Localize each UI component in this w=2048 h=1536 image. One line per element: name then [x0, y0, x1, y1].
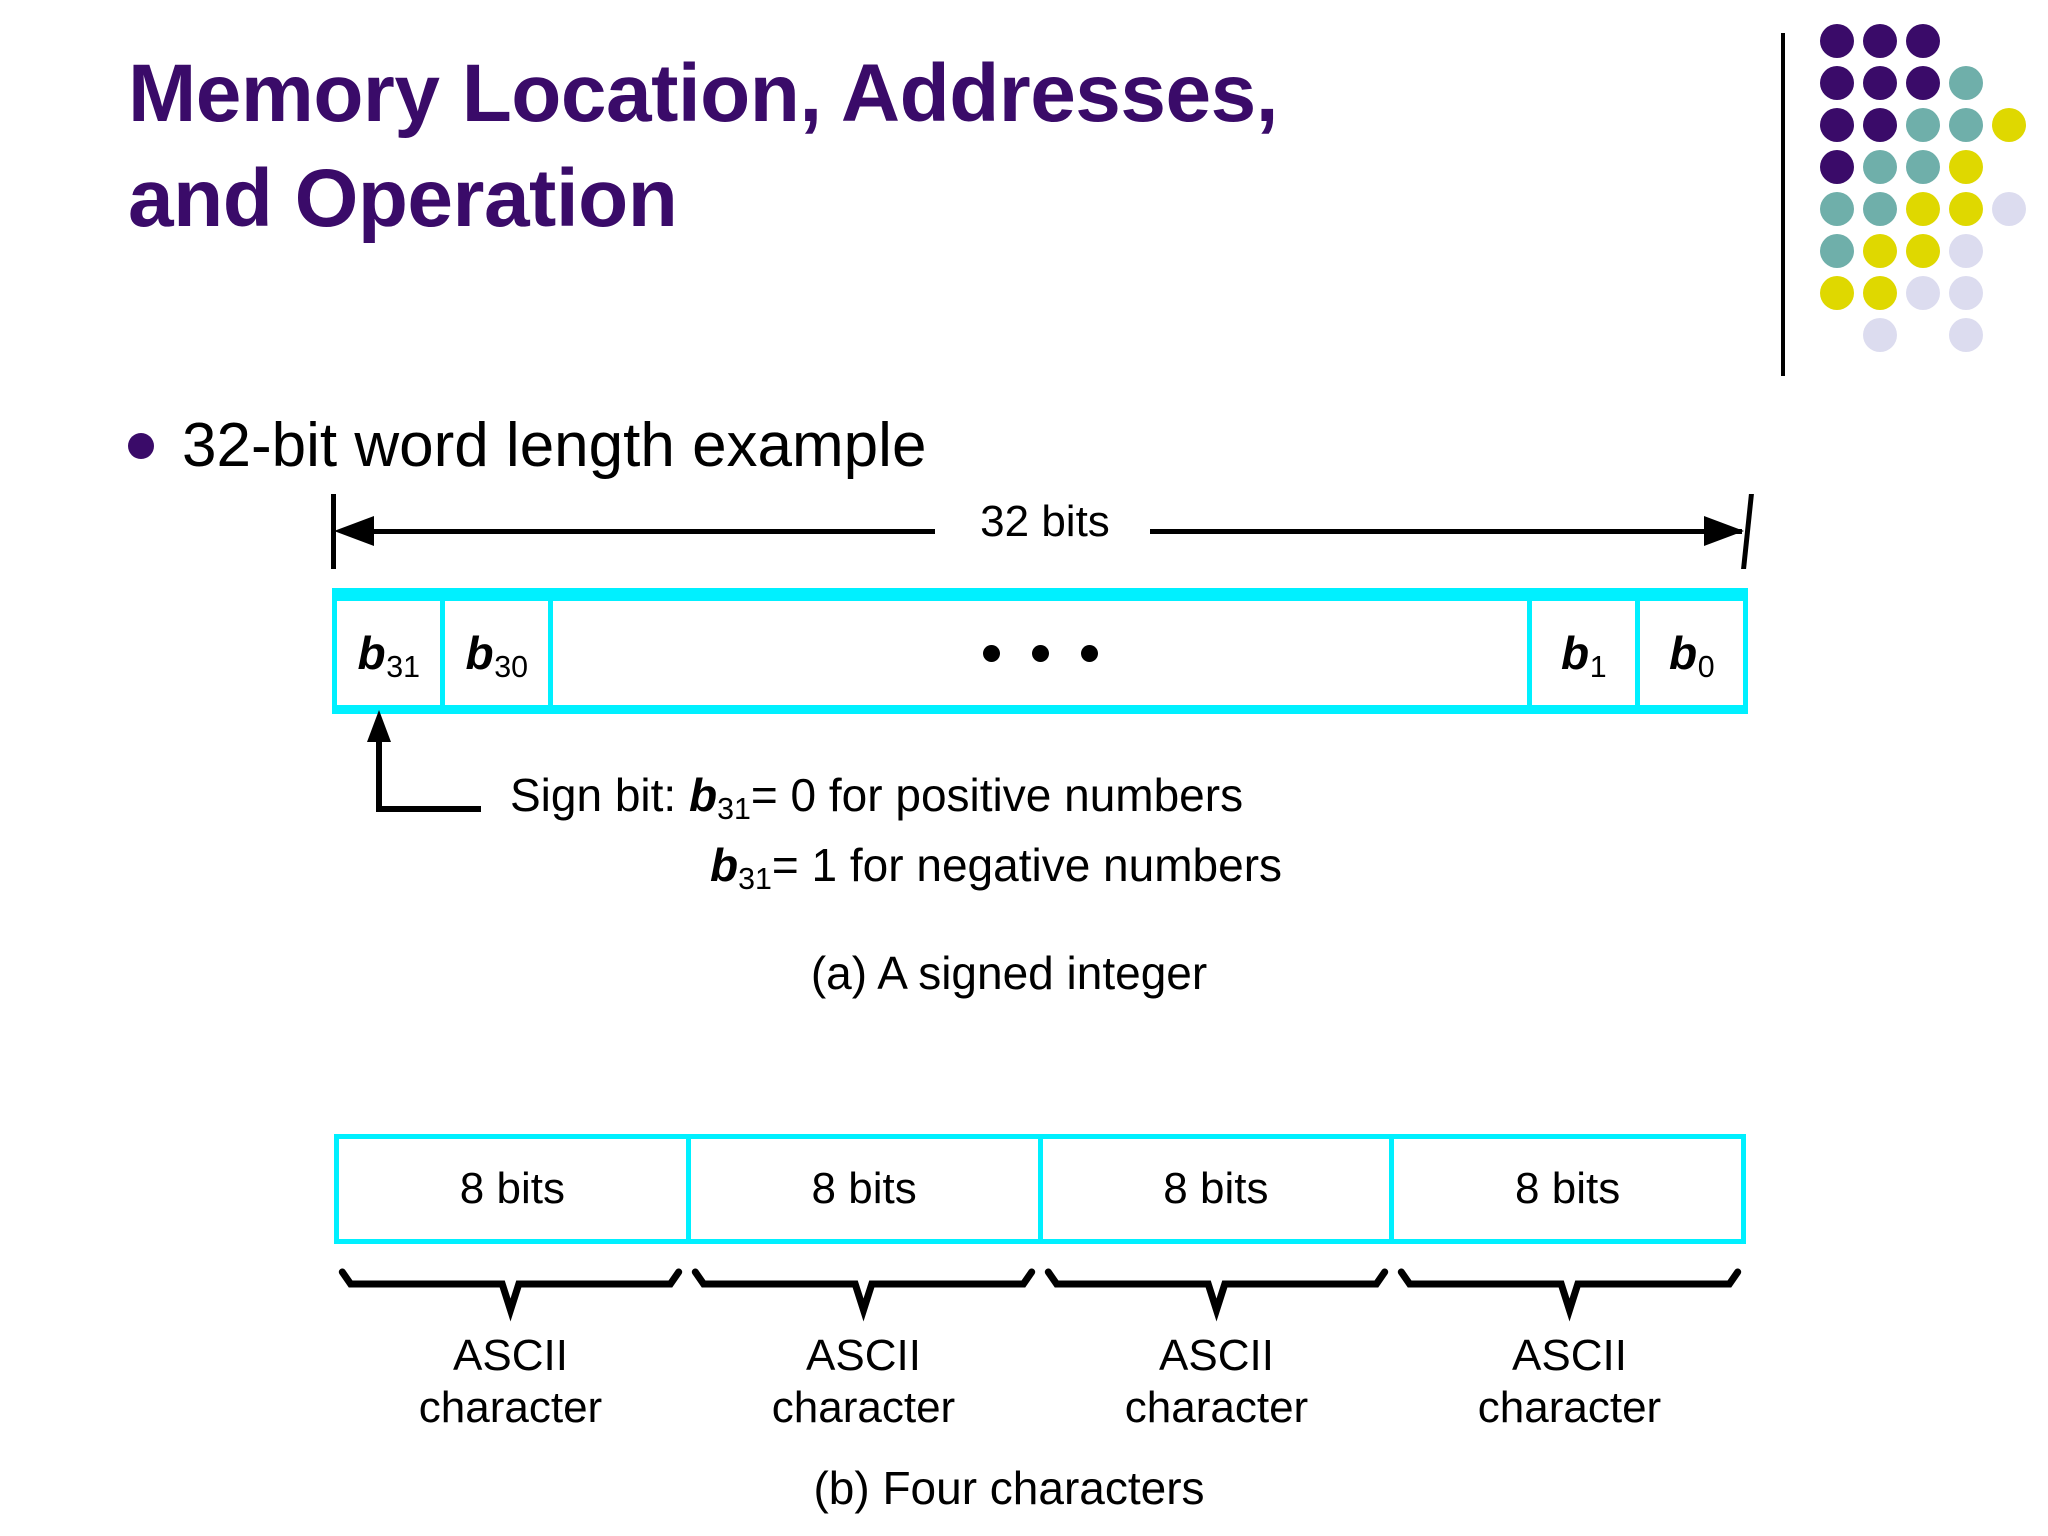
curly-brace-icon	[687, 1266, 1040, 1322]
logo-dot-purple	[1863, 66, 1897, 100]
byte-cell: 8 bits	[1394, 1139, 1741, 1239]
bit-cell-b31: b31	[337, 601, 440, 705]
bit-cell-b0: b0	[1640, 601, 1743, 705]
sign-bit-negative-line: b31= 1 for negative numbers	[710, 839, 1283, 897]
bit-cell-b1: b1	[1532, 601, 1635, 705]
logo-dot-yellow	[1863, 276, 1897, 310]
bullet-list-item: 32-bit word length example	[128, 415, 926, 477]
page-title-line-2: and Operation	[128, 152, 678, 244]
logo-dot-lavender	[1949, 318, 1983, 352]
dot-matrix-logo	[1820, 24, 2040, 354]
logo-dot-teal	[1863, 150, 1897, 184]
logo-dot-lavender	[1863, 318, 1897, 352]
logo-dot-purple	[1820, 108, 1854, 142]
byte-cell: 8 bits	[690, 1139, 1038, 1239]
page-title: Memory Location, Addresses, and Operatio…	[128, 42, 1748, 252]
logo-dot-yellow	[1992, 108, 2026, 142]
logo-dot-teal	[1906, 150, 1940, 184]
byte-cell: 8 bits	[1042, 1139, 1390, 1239]
sign-bit-annotation: Sign bit: b31= 0 for positive numbers b3…	[510, 768, 1283, 897]
figure-b-caption: (b) Four characters	[813, 1462, 1205, 1514]
logo-dot-teal	[1949, 108, 1983, 142]
word-bit-row: b31 b30 b1 b0	[332, 588, 1748, 714]
logo-dot-purple	[1820, 66, 1854, 100]
logo-dot-yellow	[1906, 192, 1940, 226]
logo-divider-line	[1781, 33, 1785, 376]
bit-cell-label: b0	[1669, 627, 1715, 684]
ascii-character-label: ASCII character	[771, 1331, 956, 1432]
brace-row	[334, 1266, 1746, 1322]
logo-dot-teal	[1906, 108, 1940, 142]
logo-dot-purple	[1863, 108, 1897, 142]
logo-dot-lavender	[1949, 234, 1983, 268]
logo-dot-lavender	[1906, 276, 1940, 310]
logo-dot-teal	[1820, 234, 1854, 268]
curly-brace-icon	[1040, 1266, 1393, 1322]
curly-brace-icon	[334, 1266, 687, 1322]
bullet-marker-icon	[128, 433, 154, 459]
logo-dot-yellow	[1906, 234, 1940, 268]
logo-dot-teal	[1820, 192, 1854, 226]
logo-dot-teal	[1949, 66, 1983, 100]
ascii-character-label: ASCII character	[1124, 1331, 1309, 1432]
bit-cell-label: b31	[357, 627, 421, 684]
bit-cell-b30: b30	[445, 601, 548, 705]
ascii-character-label: ASCII character	[1477, 1331, 1662, 1432]
span-line-left-segment	[345, 529, 935, 534]
logo-dot-yellow	[1820, 276, 1854, 310]
byte-cell: 8 bits	[339, 1139, 686, 1239]
logo-dot-purple	[1906, 66, 1940, 100]
logo-dot-yellow	[1863, 234, 1897, 268]
logo-dot-purple	[1820, 24, 1854, 58]
bit-cell-ellipsis	[553, 601, 1527, 705]
bit-cell-label: b30	[465, 627, 529, 684]
bit-cell-label: b1	[1561, 627, 1607, 684]
arrow-right-icon	[1704, 516, 1744, 546]
logo-dot-lavender	[1992, 192, 2026, 226]
bullet-item-label: 32-bit word length example	[182, 411, 927, 480]
logo-dot-purple	[1906, 24, 1940, 58]
span-line-right-segment	[1150, 529, 1742, 534]
span-end-tick-left	[331, 494, 336, 569]
logo-dot-yellow	[1949, 150, 1983, 184]
logo-dot-teal	[1863, 192, 1897, 226]
logo-dot-lavender	[1949, 276, 1983, 310]
page-title-line-1: Memory Location, Addresses,	[128, 48, 1279, 139]
logo-dot-purple	[1820, 150, 1854, 184]
pointer-stem	[376, 732, 382, 812]
span-measure-label: 32 bits	[940, 500, 1150, 544]
byte-row: 8 bits 8 bits 8 bits 8 bits	[334, 1134, 1746, 1244]
ellipsis-icon	[982, 644, 1098, 662]
sign-bit-pointer-icon	[367, 710, 500, 818]
logo-dot-yellow	[1949, 192, 1983, 226]
ascii-label-row: ASCII character ASCII character ASCII ch…	[334, 1330, 1746, 1434]
curly-brace-icon	[1393, 1266, 1746, 1322]
logo-dot-purple	[1863, 24, 1897, 58]
sign-bit-positive-line: Sign bit: b31= 0 for positive numbers	[510, 769, 1244, 826]
figure-a-caption: (a) A signed integer	[810, 947, 1208, 999]
ascii-character-label: ASCII character	[418, 1331, 603, 1432]
pointer-foot	[376, 806, 481, 812]
